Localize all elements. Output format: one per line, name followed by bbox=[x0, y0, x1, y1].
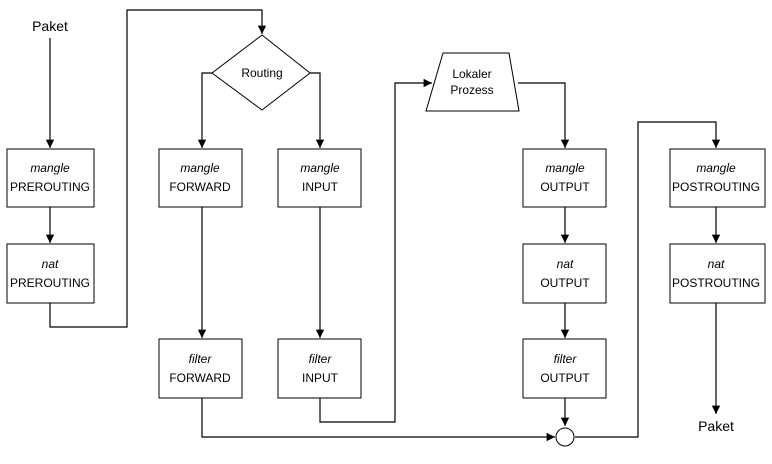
arrow-routing-to-mangle-forward bbox=[197, 72, 212, 148]
box-filter-output-rect bbox=[522, 338, 607, 399]
box-filter-output: filter OUTPUT bbox=[522, 338, 607, 399]
box-mangle-prerouting: mangle PREROUTING bbox=[6, 148, 95, 208]
routing-diamond bbox=[211, 34, 311, 111]
connectors bbox=[45, 9, 721, 442]
box-mangle-input-chain: INPUT bbox=[302, 180, 339, 194]
box-mangle-output-chain: OUTPUT bbox=[540, 180, 590, 194]
routing-node: Routing bbox=[211, 34, 311, 111]
box-nat-postrouting-table: nat bbox=[708, 257, 725, 271]
box-mangle-prerouting-rect bbox=[6, 148, 95, 208]
box-mangle-input: mangle INPUT bbox=[277, 148, 362, 208]
box-mangle-postrouting-rect bbox=[669, 148, 766, 208]
box-nat-output-table: nat bbox=[557, 257, 574, 271]
box-mangle-prerouting-table: mangle bbox=[30, 161, 70, 175]
box-nat-postrouting-rect bbox=[669, 243, 766, 304]
box-filter-forward-chain: FORWARD bbox=[169, 371, 231, 385]
box-filter-input-table: filter bbox=[309, 352, 333, 366]
box-filter-input: filter INPUT bbox=[277, 338, 362, 399]
box-mangle-forward-rect bbox=[158, 148, 243, 208]
box-nat-prerouting-rect bbox=[6, 243, 95, 304]
box-mangle-postrouting-chain: POSTROUTING bbox=[672, 180, 760, 194]
box-nat-prerouting-chain: PREROUTING bbox=[10, 276, 90, 290]
box-mangle-input-table: mangle bbox=[300, 161, 340, 175]
box-nat-output-chain: OUTPUT bbox=[540, 276, 590, 290]
box-filter-forward-rect bbox=[158, 338, 243, 399]
box-nat-output-rect bbox=[522, 243, 607, 304]
local-process-shape bbox=[425, 52, 520, 112]
local-process-line-2: Prozess bbox=[450, 83, 493, 97]
arrow-nat-prerouting-to-routing bbox=[49, 9, 267, 328]
box-mangle-prerouting-chain: PREROUTING bbox=[10, 180, 90, 194]
box-mangle-postrouting: mangle POSTROUTING bbox=[669, 148, 766, 208]
box-nat-postrouting: nat POSTROUTING bbox=[669, 243, 766, 304]
box-mangle-output: mangle OUTPUT bbox=[522, 148, 607, 208]
box-mangle-input-rect bbox=[277, 148, 362, 208]
local-process-line-1: Lokaler bbox=[452, 67, 491, 81]
box-nat-prerouting-table: nat bbox=[42, 257, 59, 271]
box-nat-postrouting-chain: POSTROUTING bbox=[672, 276, 760, 290]
box-filter-input-chain: INPUT bbox=[302, 371, 339, 385]
packet-out-label: Paket bbox=[698, 418, 734, 434]
box-mangle-output-rect bbox=[522, 148, 607, 208]
box-filter-output-chain: OUTPUT bbox=[540, 371, 590, 385]
box-filter-input-rect bbox=[277, 338, 362, 399]
box-nat-output: nat OUTPUT bbox=[522, 243, 607, 304]
routing-label: Routing bbox=[241, 66, 282, 80]
local-process-node: Lokaler Prozess bbox=[425, 52, 520, 112]
arrow-merge-to-mangle-postrouting bbox=[575, 121, 721, 438]
arrow-routing-to-mangle-input bbox=[310, 72, 325, 148]
box-filter-forward: filter FORWARD bbox=[158, 338, 243, 399]
box-mangle-forward-chain: FORWARD bbox=[169, 180, 231, 194]
merge-circle bbox=[555, 427, 575, 447]
box-nat-prerouting: nat PREROUTING bbox=[6, 243, 95, 304]
arrow-local-process-to-mangle-output bbox=[518, 82, 570, 148]
box-mangle-forward: mangle FORWARD bbox=[158, 148, 243, 208]
box-mangle-output-table: mangle bbox=[545, 161, 585, 175]
arrow-filter-input-to-local-process bbox=[319, 78, 432, 423]
box-filter-output-table: filter bbox=[554, 352, 578, 366]
box-filter-forward-table: filter bbox=[189, 352, 213, 366]
box-mangle-postrouting-table: mangle bbox=[696, 161, 736, 175]
box-mangle-forward-table: mangle bbox=[180, 161, 220, 175]
arrow-filter-forward-to-merge bbox=[201, 398, 555, 442]
packet-in-label: Paket bbox=[32, 18, 68, 34]
